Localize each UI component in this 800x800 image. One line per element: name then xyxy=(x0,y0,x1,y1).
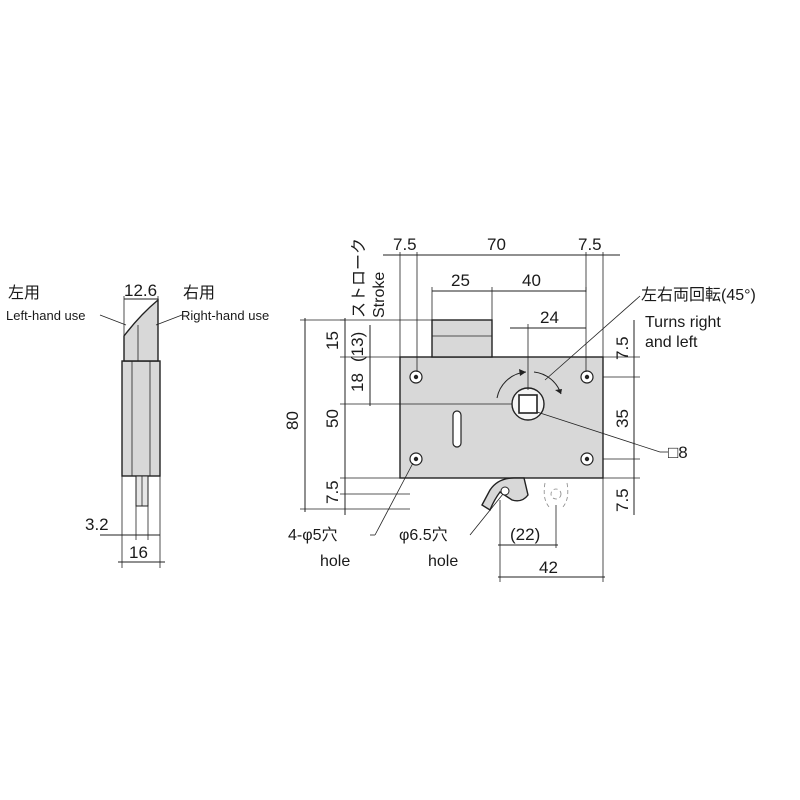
rotation-label-en-2: and left xyxy=(645,334,698,351)
dim-22: (22) xyxy=(510,525,540,544)
side-view-latch-bevel xyxy=(123,298,159,362)
dim-80: 80 xyxy=(283,411,302,430)
left-hand-label-en: Left-hand use xyxy=(6,308,86,323)
dim-7-5-left: 7.5 xyxy=(323,480,342,504)
hole65-label-en: hole xyxy=(428,553,458,570)
dim-25: 25 xyxy=(451,271,470,290)
dim-top-7-5-left: 7.5 xyxy=(393,235,417,254)
dim-7-5-right-bottom: 7.5 xyxy=(613,488,632,512)
square-size-label: □8 xyxy=(668,443,688,462)
hole65-label-jp: φ6.5穴 xyxy=(399,526,448,544)
dim-35: 35 xyxy=(613,409,632,428)
stroke-label-jp: ストローク xyxy=(350,238,368,318)
dim-12-6: 12.6 xyxy=(124,281,157,300)
dim-3-2: 3.2 xyxy=(85,515,109,534)
key-slot xyxy=(452,410,462,448)
dim-7-5-right-top: 7.5 xyxy=(613,336,632,360)
square-drive-icon xyxy=(518,394,538,414)
lock-body-plate xyxy=(399,356,604,479)
dim-top-70: 70 xyxy=(487,235,506,254)
right-hand-label-jp: 右用 xyxy=(183,284,215,302)
front-view: ストローク Stroke 7.5 70 7.5 25 40 24 15 (13)… xyxy=(283,235,756,582)
dim-42: 42 xyxy=(539,558,558,577)
dim-16: 16 xyxy=(129,543,148,562)
side-view: 12.6 左用 Left-hand use 右用 Right-hand use … xyxy=(6,281,269,568)
hole4-label-jp: 4-φ5穴 xyxy=(288,526,338,544)
hole4-label-en: hole xyxy=(320,553,350,570)
side-view-body xyxy=(121,360,161,477)
mounting-holes xyxy=(409,370,594,466)
right-hand-label-en: Right-hand use xyxy=(181,308,269,323)
dim-18: 18 xyxy=(348,373,367,392)
rotation-label-jp: 左右両回転(45°) xyxy=(641,286,756,304)
dim-40: 40 xyxy=(522,271,541,290)
dim-top-7-5-right: 7.5 xyxy=(578,235,602,254)
dim-50: 50 xyxy=(323,409,342,428)
rotation-label-en-1: Turns right xyxy=(645,314,721,331)
left-hand-label-jp: 左用 xyxy=(8,284,40,302)
cam-alt-position xyxy=(543,482,569,509)
dim-24: 24 xyxy=(540,308,559,327)
dim-13: (13) xyxy=(348,332,367,362)
latch-bolt xyxy=(431,319,493,358)
stroke-label-en: Stroke xyxy=(371,272,388,318)
dim-15: 15 xyxy=(323,331,342,350)
